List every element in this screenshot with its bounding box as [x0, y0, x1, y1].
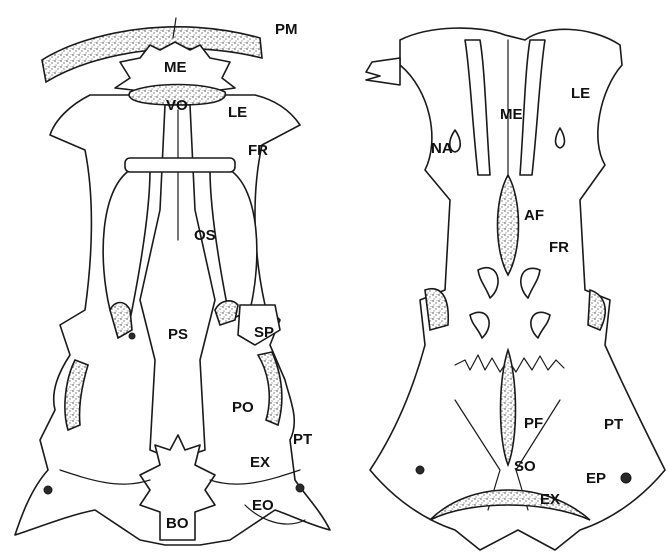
label-ex-right: EX — [540, 491, 560, 508]
label-na-right: NA — [431, 140, 453, 157]
lateral-ethmoid-bar — [125, 158, 235, 172]
label-pt-left: PT — [293, 431, 312, 448]
label-pt-right: PT — [604, 416, 623, 433]
label-bo-left: BO — [166, 515, 189, 532]
right-lateral-patch — [588, 290, 605, 330]
label-eo-left: EO — [252, 497, 274, 514]
right-foramen-dot — [296, 484, 304, 492]
left-nasal-projection — [366, 58, 400, 85]
label-ex-left: EX — [250, 454, 270, 471]
label-fr-left: FR — [248, 142, 268, 159]
label-ep-right: EP — [586, 470, 606, 487]
label-ps-left: PS — [168, 326, 188, 343]
label-po-left: PO — [232, 399, 254, 416]
left-foramen-dot — [44, 486, 52, 494]
left-epiotic-dot — [416, 466, 424, 474]
label-fr-right: FR — [549, 239, 569, 256]
label-af-right: AF — [524, 207, 544, 224]
label-vo-left: VO — [166, 97, 188, 114]
label-le-right: LE — [571, 85, 590, 102]
label-pm-left: PM — [275, 21, 298, 38]
label-me-right: ME — [500, 106, 523, 123]
label-os-left: OS — [194, 227, 216, 244]
label-me-left: ME — [164, 59, 187, 76]
label-so-right: SO — [514, 458, 536, 475]
sphenotic-foramen-dot — [129, 333, 135, 339]
label-pf-right: PF — [524, 415, 543, 432]
right-epiotic-dot — [621, 473, 631, 483]
label-sp-left: SP — [254, 324, 274, 341]
label-le-left: LE — [228, 104, 247, 121]
